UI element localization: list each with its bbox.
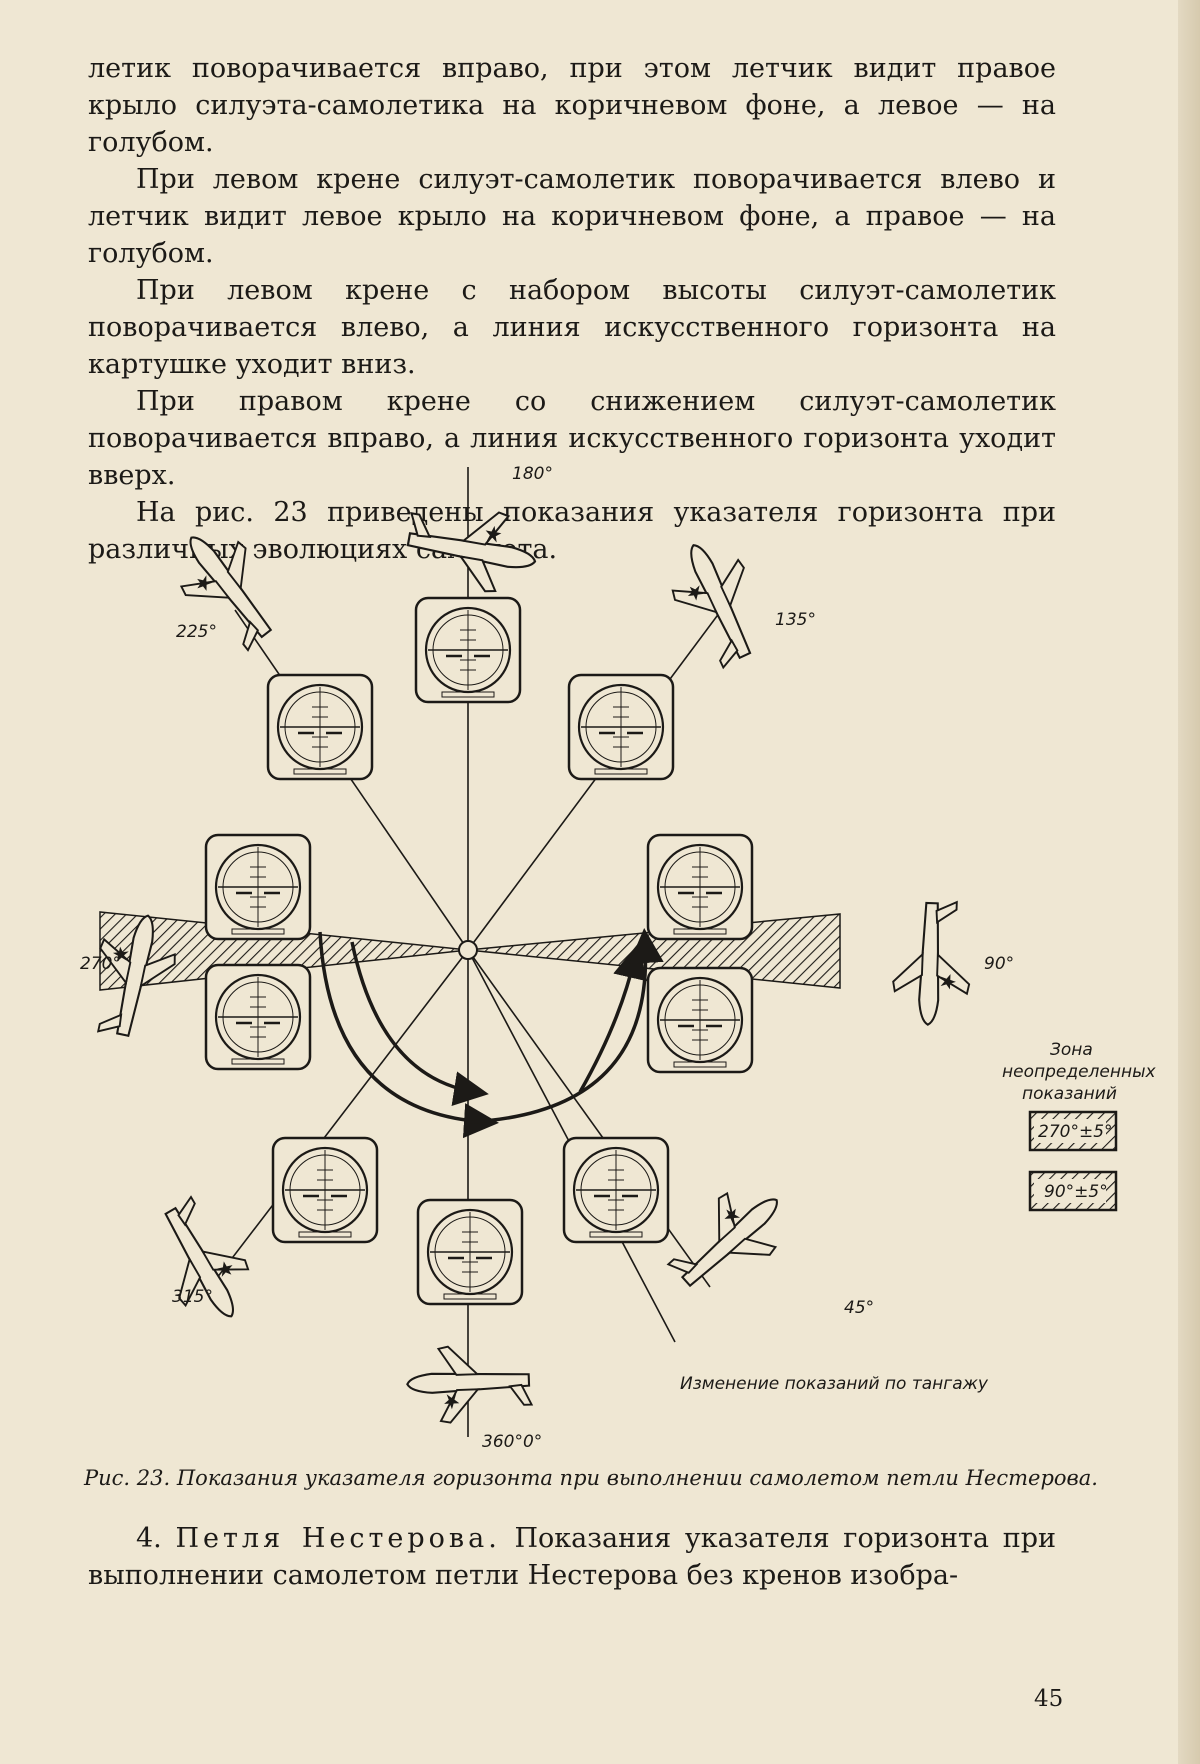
plane-90 xyxy=(890,898,974,1028)
figure-caption: Рис. 23. Показания указателя горизонта п… xyxy=(84,1466,1098,1490)
gauge-135 xyxy=(567,673,675,781)
gauge-360 xyxy=(416,1198,524,1306)
gauge-90-upper xyxy=(646,833,754,941)
caption-text: Показания указателя горизонта при выполн… xyxy=(176,1466,1098,1490)
gauge-315 xyxy=(271,1136,379,1244)
gauge-270-upper xyxy=(204,833,312,941)
label-315: 315° xyxy=(172,1287,213,1307)
plane-360 xyxy=(405,1342,534,1426)
page-number: 45 xyxy=(1034,1686,1064,1712)
plane-180 xyxy=(399,496,544,600)
paragraph-right-bank-descent: При правом крене со снижением силуэт-сам… xyxy=(88,386,1056,491)
paragraph-left-bank-climb: При левом крене с набором высоты силуэт-… xyxy=(88,275,1056,380)
section-body: Показания указателя горизонта при выполн… xyxy=(88,1523,1056,1591)
top-text: летик поворачивается вправо, при этом ле… xyxy=(88,50,1056,568)
label-90: 90° xyxy=(984,954,1015,974)
label-45: 45° xyxy=(844,1298,875,1318)
caption-prefix: Рис. 23. xyxy=(84,1466,171,1490)
gauge-45 xyxy=(562,1136,670,1244)
label-180: 180° xyxy=(512,464,553,484)
label-360: 360°0° xyxy=(482,1432,543,1452)
gauge-270-lower xyxy=(204,963,312,1071)
plane-315 xyxy=(137,1188,267,1336)
label-270: 270° xyxy=(80,954,121,974)
gauge-90-lower xyxy=(646,966,754,1074)
paragraph-left-bank: При левом крене силуэт-самолетик поворач… xyxy=(88,164,1056,269)
gauge-180 xyxy=(414,596,522,704)
gauge-225 xyxy=(266,673,374,781)
section-paragraph: 4. Петля Нестерова. Показания указателя … xyxy=(88,1520,1056,1594)
figure-nesterov-loop: 180° 135° 225° 270° 90° 315° 45° 360°0° … xyxy=(80,462,1156,1462)
legend-title-3: показаний xyxy=(1022,1084,1117,1104)
bottom-text: 4. Петля Нестерова. Показания указателя … xyxy=(88,1520,1056,1594)
section-number: 4. xyxy=(136,1523,162,1554)
page-edge xyxy=(1178,0,1200,1764)
label-225: 225° xyxy=(176,622,217,642)
plane-135 xyxy=(656,528,780,676)
plane-45 xyxy=(657,1169,802,1311)
legend-title-2: неопределенных xyxy=(1002,1062,1156,1082)
legend-zone-270: 270°±5° xyxy=(1038,1122,1113,1142)
paragraph-continuation: летик поворачивается вправо, при этом ле… xyxy=(88,53,1056,158)
section-heading: Петля Нестерова. xyxy=(175,1523,501,1554)
pitch-change-note: Изменение показаний по тангажу xyxy=(680,1374,988,1394)
legend-title-1: Зона xyxy=(1050,1040,1093,1060)
loop-diagram xyxy=(82,467,1118,1437)
legend-zone-90: 90°±5° xyxy=(1044,1182,1108,1202)
label-135: 135° xyxy=(775,610,816,630)
